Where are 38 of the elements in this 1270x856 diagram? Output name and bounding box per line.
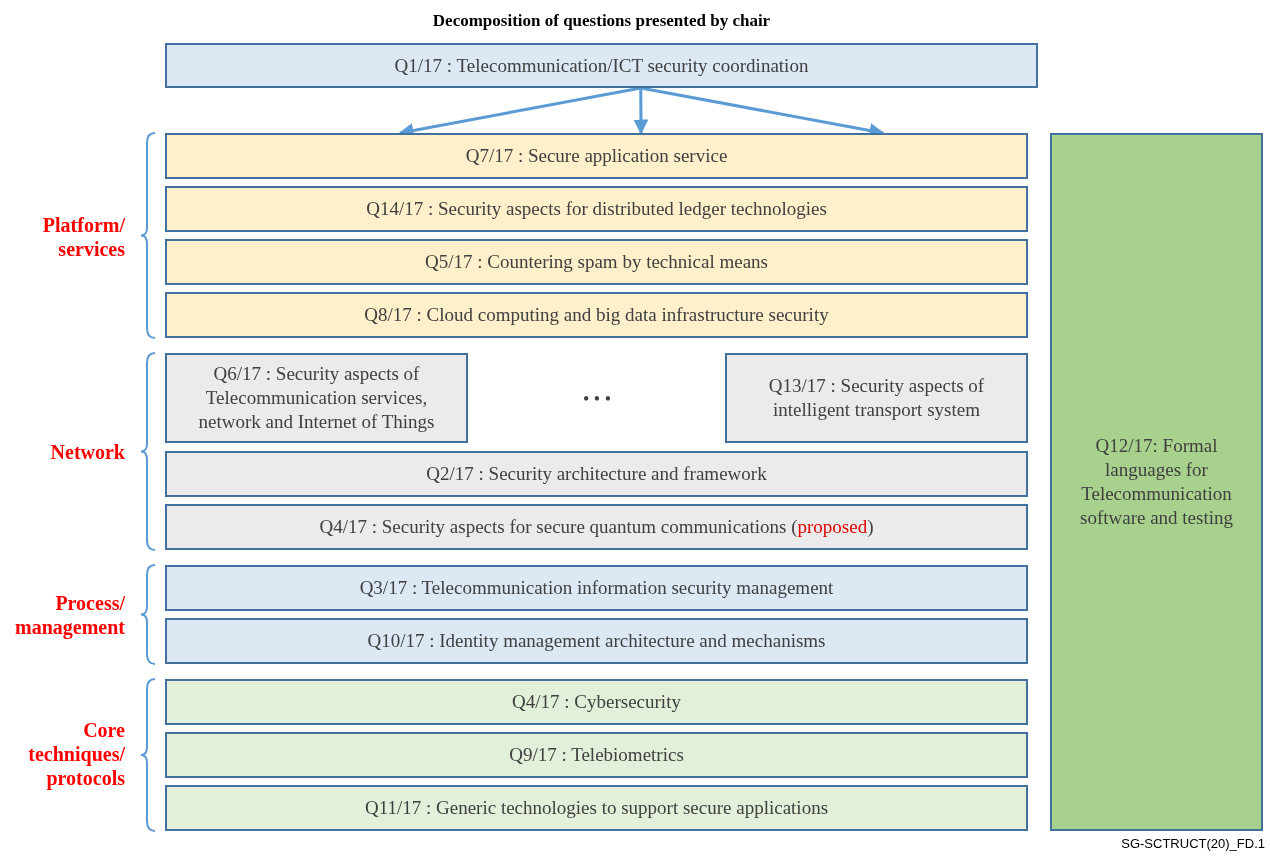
group-label: Platform/ services bbox=[41, 213, 125, 262]
question-text: Q11/17 : Generic technologies to support secure applications bbox=[364, 796, 829, 820]
question-box bbox=[165, 43, 1038, 88]
question-box bbox=[165, 679, 1028, 725]
arrow bbox=[633, 88, 649, 135]
question-text: Q4/17 : Cybersecurity bbox=[512, 690, 681, 714]
ellipsis: • • • bbox=[582, 387, 612, 411]
question-text: Q10/17 : Identity management architecture and mechanisms bbox=[367, 629, 826, 653]
question-box bbox=[165, 186, 1028, 232]
question-text: Q8/17 : Cloud computing and big data infrastructure security bbox=[364, 303, 829, 327]
question-box bbox=[165, 133, 1028, 179]
figure-id: SG-SCTRUCT(20)_FD.1 bbox=[1120, 835, 1265, 854]
question-box bbox=[165, 565, 1028, 611]
group-label: Core techniques/ protocols bbox=[27, 718, 125, 792]
question-text: Q6/17 : Security aspects of Telecommunication services, network and Internet of Things bbox=[197, 362, 436, 434]
group-label: Process/ management bbox=[14, 591, 125, 640]
question-box bbox=[165, 785, 1028, 831]
question-box bbox=[165, 451, 1028, 497]
question-text: Q7/17 : Secure application service bbox=[465, 144, 728, 168]
question-text: Q12/17: Formal languages for Telecommunication software and testing bbox=[1079, 434, 1234, 530]
question-box bbox=[165, 292, 1028, 338]
question-box bbox=[165, 353, 468, 443]
question-text: Q13/17 : Security aspects of intelligent transport system bbox=[767, 374, 986, 422]
question-text: Q14/17 : Security aspects for distributed ledger technologies bbox=[366, 197, 827, 221]
question-text: Q5/17 : Countering spam by technical means bbox=[425, 250, 768, 274]
question-box bbox=[165, 239, 1028, 285]
group-label: Network bbox=[49, 440, 125, 465]
question-box bbox=[725, 353, 1028, 443]
question-box bbox=[165, 504, 1028, 550]
question-text: Q3/17 : Telecommunication information security management bbox=[359, 576, 834, 600]
question-text: Q1/17 : Telecommunication/ICT security coordination bbox=[394, 53, 809, 78]
question-text: Q2/17 : Security architecture and framework bbox=[426, 462, 767, 486]
diagram-title: Decomposition of questions presented by chair bbox=[431, 10, 772, 32]
question-box bbox=[165, 732, 1028, 778]
question-text: Q4/17 : Security aspects for secure quantum communications (proposed) bbox=[319, 515, 874, 539]
question-box bbox=[165, 618, 1028, 664]
question-box bbox=[1050, 133, 1263, 831]
question-text: Q9/17 : Telebiometrics bbox=[509, 743, 684, 767]
